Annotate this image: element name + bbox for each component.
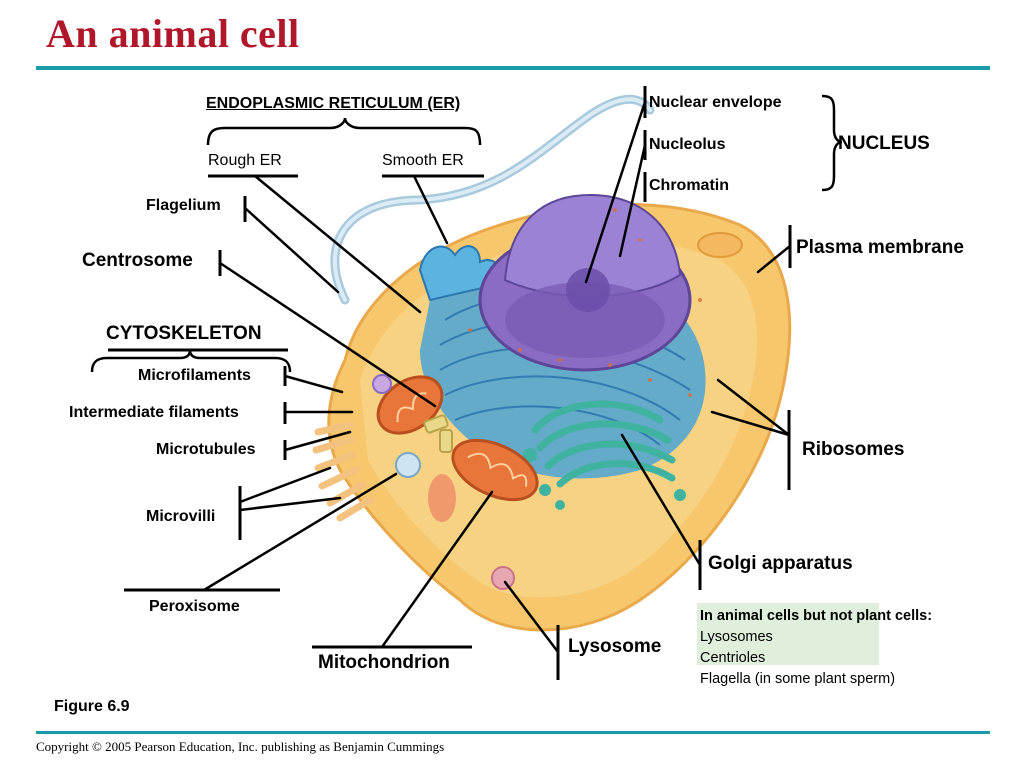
mitochondrion-shapes — [376, 375, 539, 502]
nucleus-brace — [821, 94, 843, 192]
golgi-shape — [531, 400, 676, 488]
label-microfilaments: Microfilaments — [138, 367, 251, 384]
label-er-header: ENDOPLASMIC RETICULUM (ER) — [206, 95, 461, 112]
lysosome-shape — [491, 566, 515, 590]
label-nucleus: NUCLEUS — [838, 133, 930, 154]
note-item-flagella: Flagella (in some plant sperm) — [700, 671, 896, 687]
peroxisome-shape — [395, 452, 421, 478]
label-chromatin: Chromatin — [649, 177, 729, 194]
centrosome-shape — [423, 414, 453, 453]
label-golgi-apparatus: Golgi apparatus — [708, 553, 853, 574]
label-rough-er: Rough ER — [208, 152, 282, 169]
label-microvilli: Microvilli — [146, 508, 216, 525]
label-plasma-membrane: Plasma membrane — [796, 237, 964, 258]
label-lysosome: Lysosome — [568, 636, 662, 657]
label-flagelium: Flagelium — [146, 197, 221, 214]
label-intermediate-filaments: Intermediate filaments — [69, 404, 239, 421]
leader-lines — [202, 100, 792, 654]
label-ribosomes: Ribosomes — [802, 439, 905, 460]
animal-only-note-box — [697, 603, 879, 665]
page-title: An animal cell — [46, 11, 300, 56]
label-nucleolus: Nucleolus — [649, 136, 726, 153]
microvilli-fringe — [312, 421, 374, 522]
copyright-notice: Copyright © 2005 Pearson Education, Inc.… — [36, 739, 445, 754]
label-mitochondrion: Mitochondrion — [318, 652, 450, 673]
note-item-centrioles: Centrioles — [700, 650, 766, 666]
er-brace — [206, 117, 482, 146]
figure-label: Figure 6.9 — [54, 698, 130, 715]
label-cytoskeleton: CYTOSKELETON — [106, 323, 262, 344]
animal-only-note: In animal cells but not plant cells: Lys… — [700, 606, 932, 690]
label-centrosome: Centrosome — [82, 250, 193, 271]
label-peroxisome: Peroxisome — [149, 598, 240, 615]
label-smooth-er: Smooth ER — [382, 152, 464, 169]
title-underline — [36, 66, 990, 70]
footer-rule — [36, 731, 990, 734]
label-microtubules: Microtubules — [156, 441, 256, 458]
note-heading: In animal cells but not plant cells: — [700, 608, 933, 624]
nucleolus-shape — [566, 268, 610, 312]
label-nuclear-envelope: Nuclear envelope — [649, 94, 782, 111]
note-item-lysosomes: Lysosomes — [700, 629, 773, 645]
